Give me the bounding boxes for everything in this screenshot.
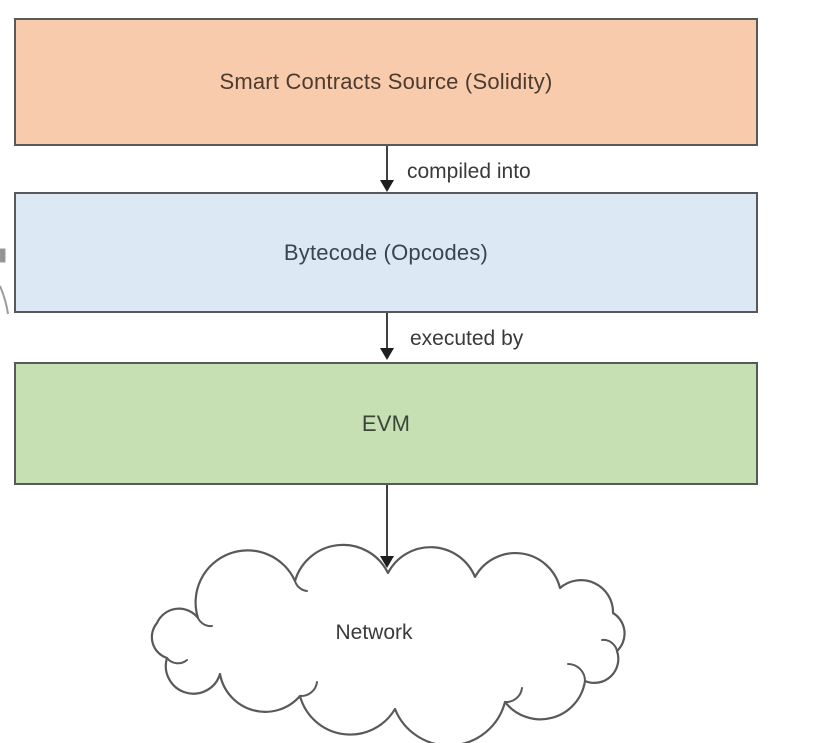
- arrow-evm-to-network: [380, 485, 394, 568]
- edge-label-executed-by: executed by: [410, 327, 524, 350]
- node-network-label: Network: [335, 621, 413, 644]
- node-evm-label: EVM: [361, 410, 411, 436]
- left-edge-artifact-marks: [0, 248, 9, 315]
- node-smart-contracts-source: Smart Contracts Source (Solidity): [14, 18, 758, 146]
- node-smart-contracts-source-label: Smart Contracts Source (Solidity): [219, 69, 553, 94]
- arrow-source-to-bytecode: [380, 146, 394, 192]
- node-evm: EVM: [14, 362, 758, 485]
- edge-label-compiled-into: compiled into: [407, 160, 531, 183]
- arrow-bytecode-to-evm: [380, 313, 394, 360]
- node-bytecode-opcodes: Bytecode (Opcodes): [14, 192, 758, 313]
- node-bytecode-opcodes-label: Bytecode (Opcodes): [283, 239, 489, 265]
